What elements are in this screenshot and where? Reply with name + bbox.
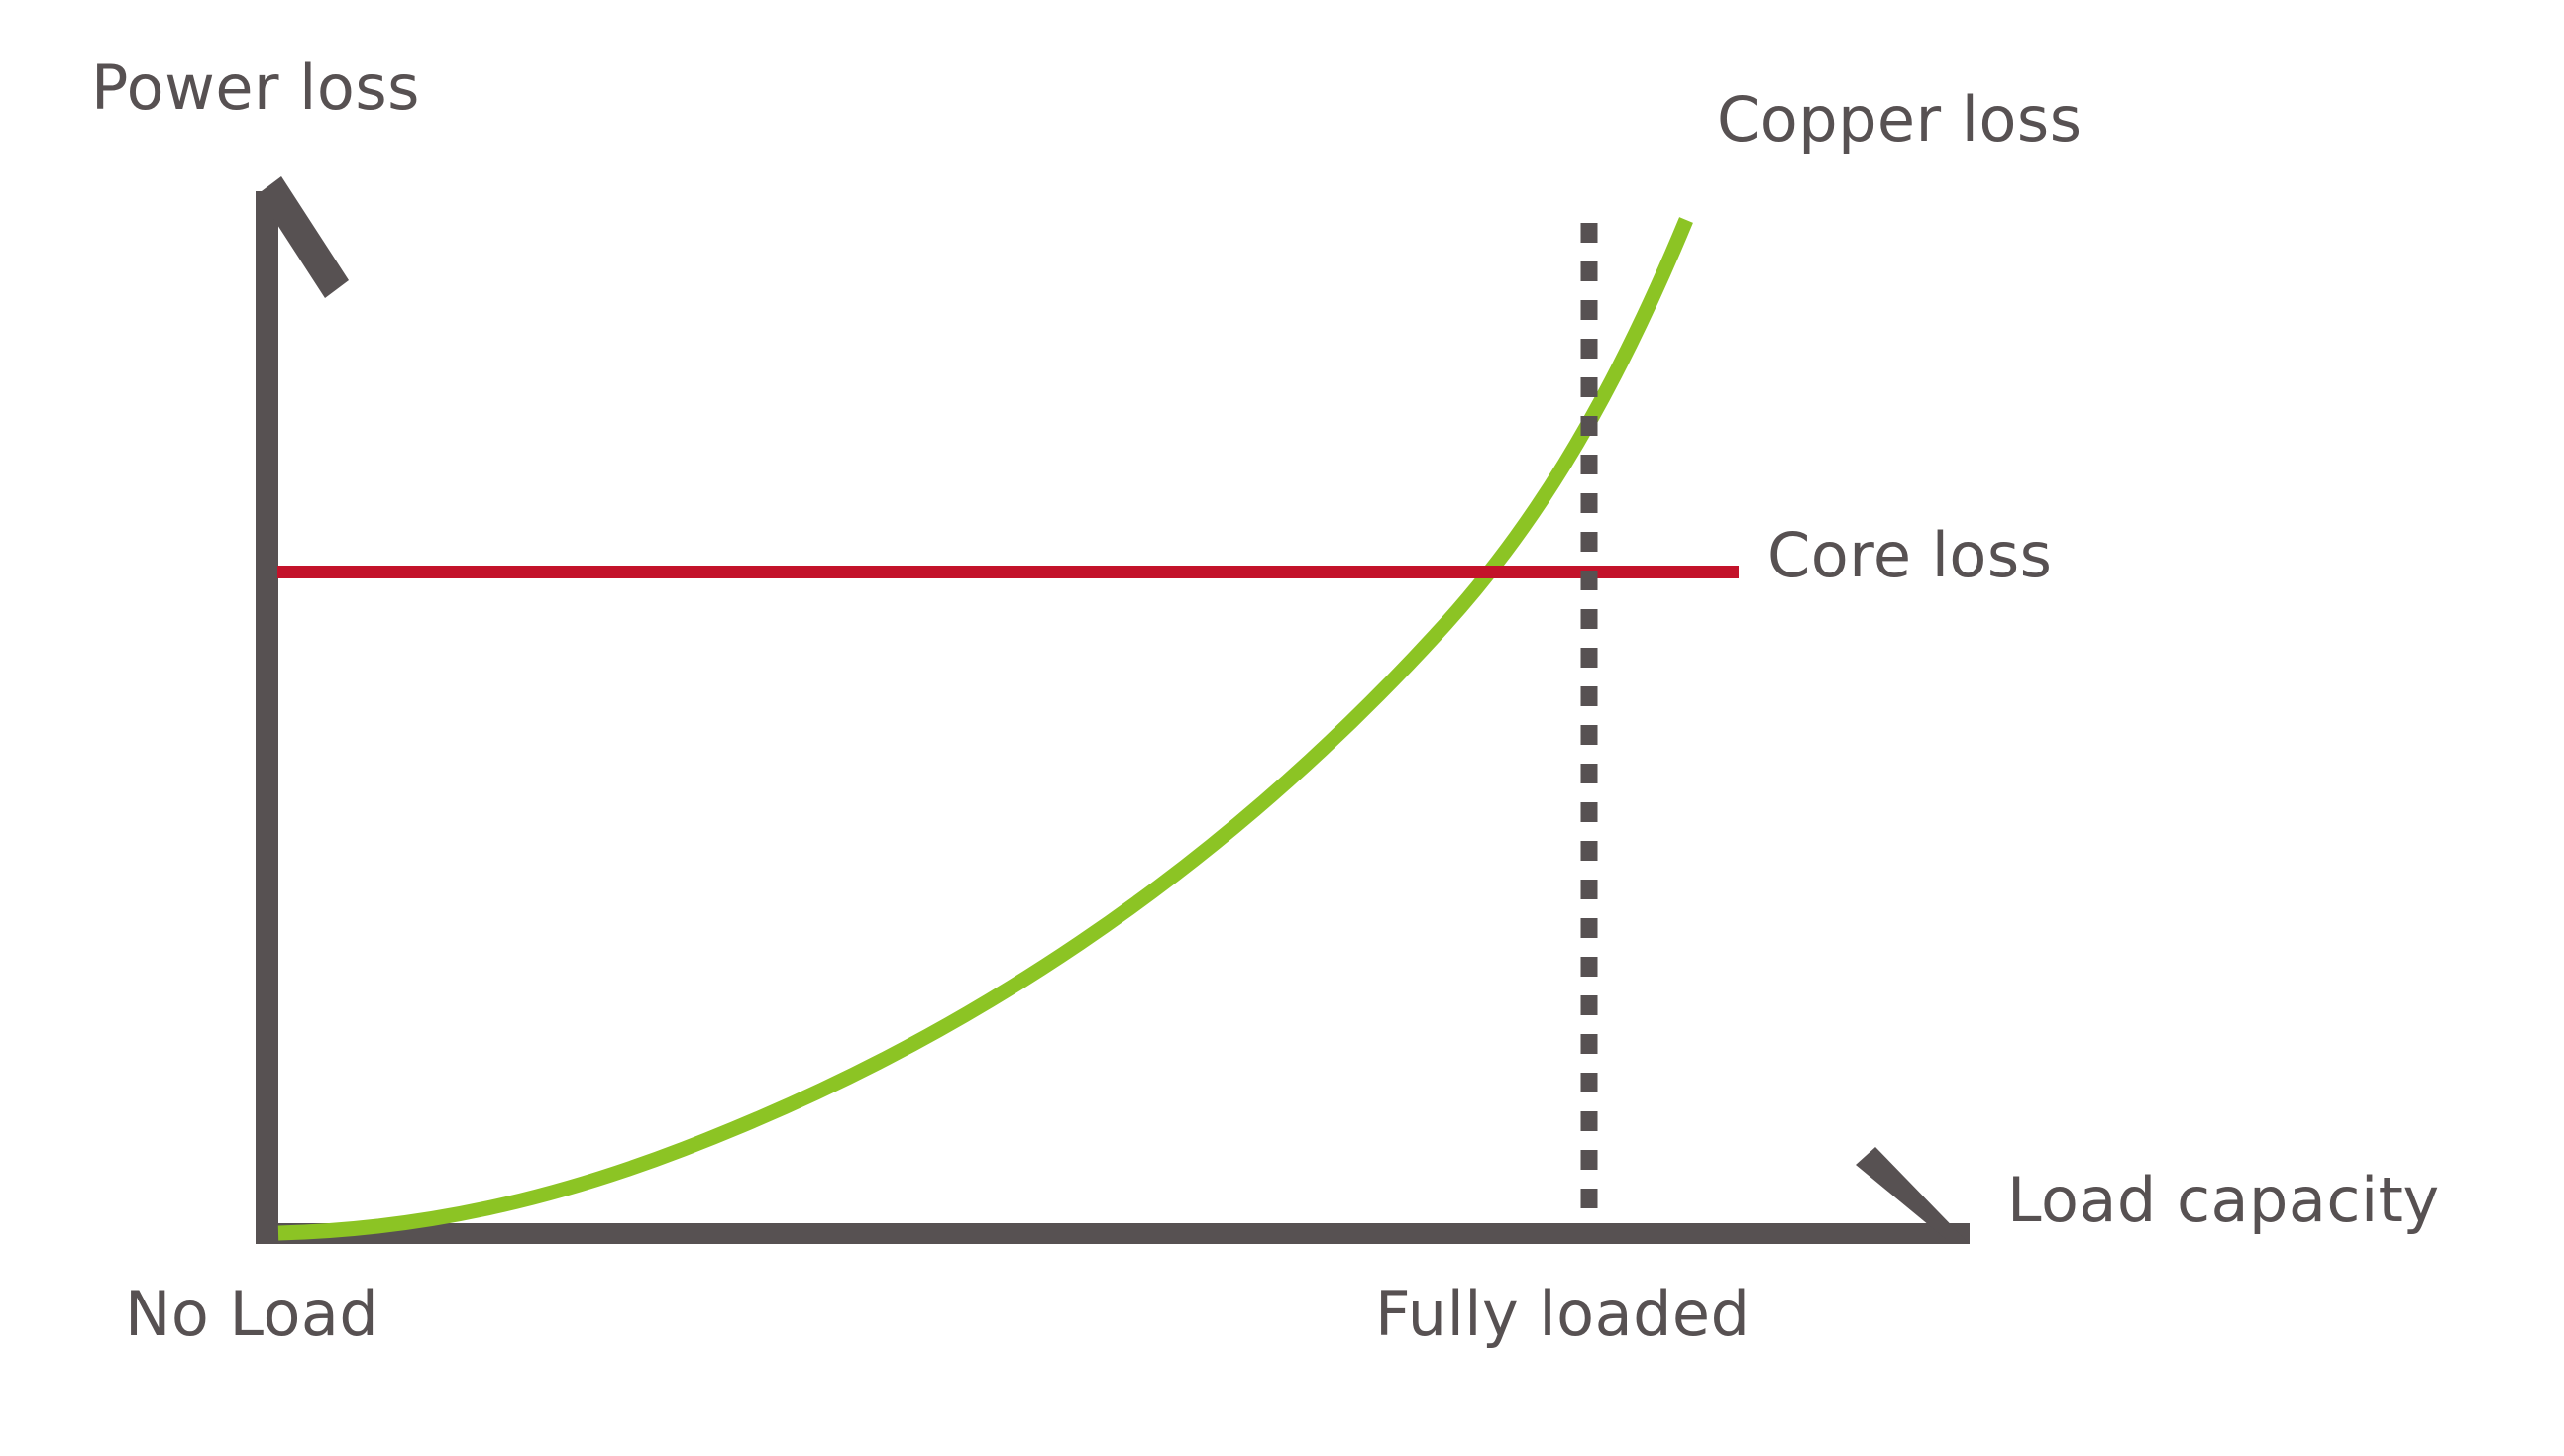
x-tick-label-no-load: No Load [125,1278,379,1350]
y-axis-arrowhead-icon [258,176,349,298]
copper-loss-series-label: Copper loss [1717,83,2083,156]
y-axis [256,176,349,1243]
x-axis-label: Load capacity [2007,1164,2440,1236]
y-axis-line [256,191,278,1243]
x-axis-arrowhead-icon [1856,1147,1970,1244]
x-axis-line [256,1223,1970,1244]
x-axis [256,1147,1970,1244]
core-loss-line [277,566,1739,578]
copper-loss-curve [277,217,1693,1241]
core-loss-series-label: Core loss [1767,519,2053,591]
y-axis-label: Power loss [91,52,420,124]
x-tick-label-fully-loaded: Fully loaded [1375,1278,1751,1350]
